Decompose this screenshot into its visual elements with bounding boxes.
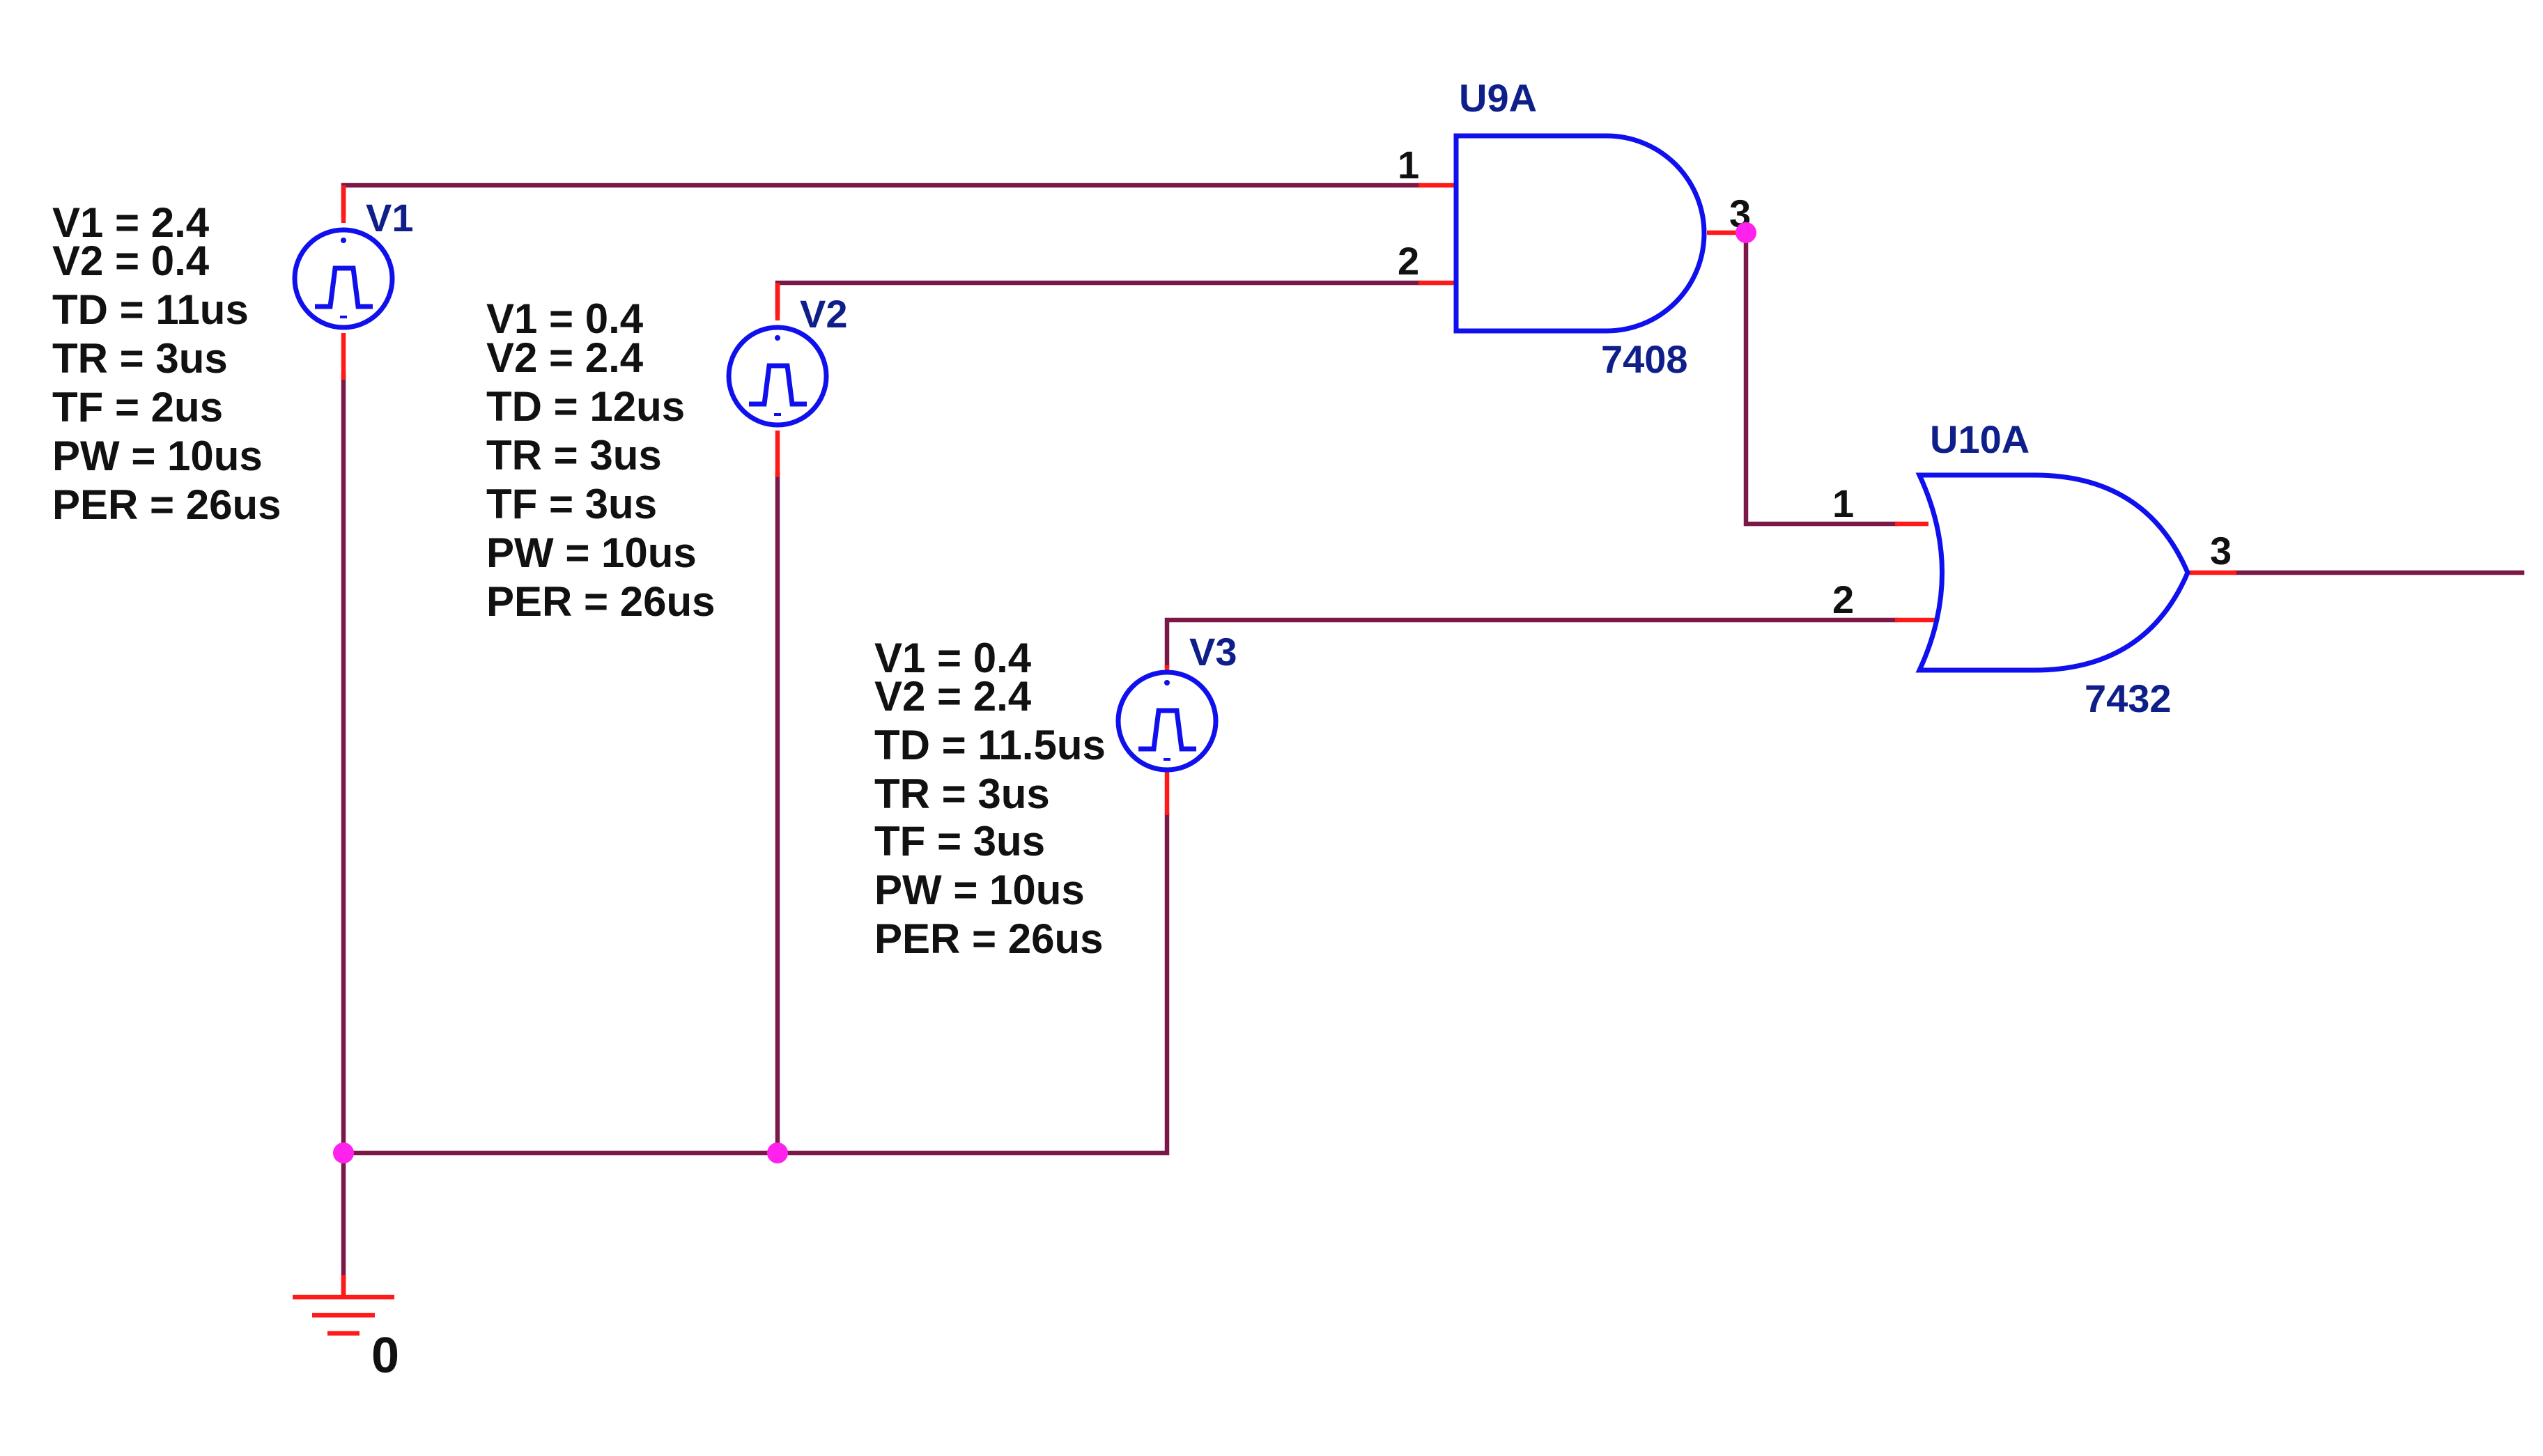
v1-pulse-icon [315,265,373,309]
v1-param-tr: TR = 3us [52,335,228,382]
v3-param-per: PER = 26us [874,915,1104,962]
pulse-source-v3[interactable]: V3 V1 = 0.4 V2 = 2.4 TD = 11.5us TR = 3u… [874,630,1237,962]
v1-param-v1: V1 = 2.4 [52,199,210,246]
u10a-pin3-label: 3 [2210,529,2232,573]
ground-label: 0 [371,1328,399,1384]
v1-param-tf: TF = 2us [52,384,223,431]
wires [341,183,2525,1297]
v2-param-pw: PW = 10us [486,529,697,576]
v3-param-tr: TR = 3us [874,770,1050,817]
v1-param-v2: V2 = 0.4 [52,238,210,284]
v1-param-pw: PW = 10us [52,433,263,479]
ground-symbol[interactable]: 0 [293,1275,399,1384]
or-gate-body [1915,472,2190,673]
and-gate-body [1453,133,1707,334]
wire-v3-to-u10a-pin2 [1164,617,1898,668]
v1-param-per: PER = 26us [52,481,281,528]
v1-ref-label: V1 [366,196,414,240]
pin-stubs [341,183,2236,815]
u10a-pin1-label: 1 [1832,481,1854,525]
v3-ref-label: V3 [1189,630,1237,674]
junction-ground-v1 [333,1143,354,1163]
u9a-pin2-label: 2 [1398,239,1419,283]
and-gate-u9a[interactable]: U9A 7408 1 2 3 [1398,76,1751,381]
or-gate-u10a[interactable]: U10A 7432 1 2 3 [1832,417,2232,720]
v2-param-tf: TF = 3us [486,481,657,527]
v2-plus-marker [775,335,780,341]
v1-param-td: TD = 11us [52,286,249,333]
v3-source-circle [1115,669,1219,773]
u9a-part-label: 7408 [1601,337,1688,381]
u9a-pin1-label: 1 [1398,143,1419,187]
u9a-ref-label: U9A [1459,76,1537,120]
v2-param-v2: V2 = 2.4 [486,334,644,381]
v2-param-per: PER = 26us [486,578,716,625]
v3-param-td: TD = 11.5us [874,722,1106,768]
junction-ground-v2 [767,1143,788,1163]
pulse-source-v2[interactable]: V2 V1 = 0.4 V2 = 2.4 TD = 12us TR = 3us … [486,292,848,625]
wire-v1-to-u9a-pin1 [341,183,1421,217]
v1-source-circle [292,227,395,330]
wire-u9a-out-to-u10a-pin1 [1743,230,1898,527]
v2-ref-label: V2 [800,292,848,336]
junctions [333,222,1756,1163]
v3-param-v2: V2 = 2.4 [874,673,1032,720]
u10a-pin2-label: 2 [1832,578,1854,621]
u10a-part-label: 7432 [2085,676,2172,720]
v2-param-v1: V1 = 0.4 [486,295,644,342]
v3-param-pw: PW = 10us [874,867,1085,913]
v1-plus-marker [341,238,346,243]
v2-source-circle [726,325,829,428]
v3-pulse-icon [1138,708,1196,752]
v3-param-tf: TF = 3us [874,818,1045,865]
v3-param-v1: V1 = 0.4 [874,635,1032,681]
wire-v2-to-u9a-pin2 [775,280,1421,315]
u10a-ref-label: U10A [1930,417,2030,461]
v2-pulse-icon [749,363,807,407]
junction-u9a-output [1736,222,1756,243]
v2-param-tr: TR = 3us [486,432,662,479]
v2-param-td: TD = 12us [486,383,685,430]
v3-plus-marker [1164,680,1170,686]
pulse-source-v1[interactable]: V1 V1 = 2.4 V2 = 0.4 TD = 11us TR = 3us … [52,196,414,528]
wire-v3-bottom [341,812,1170,1156]
